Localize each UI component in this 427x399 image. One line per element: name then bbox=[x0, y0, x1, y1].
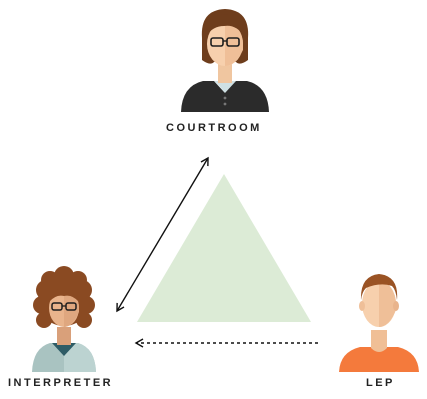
arrow-courtroom-interpreter bbox=[116, 156, 209, 313]
courtroom-label: COURTROOM bbox=[166, 122, 262, 134]
lep-label: LEP bbox=[366, 377, 395, 389]
interpreter-avatar-icon bbox=[32, 266, 96, 372]
judge-avatar-icon bbox=[181, 9, 269, 112]
central-triangle bbox=[137, 174, 311, 322]
interpreter-label: INTERPRETER bbox=[8, 377, 114, 389]
lep-avatar-icon bbox=[339, 274, 419, 372]
